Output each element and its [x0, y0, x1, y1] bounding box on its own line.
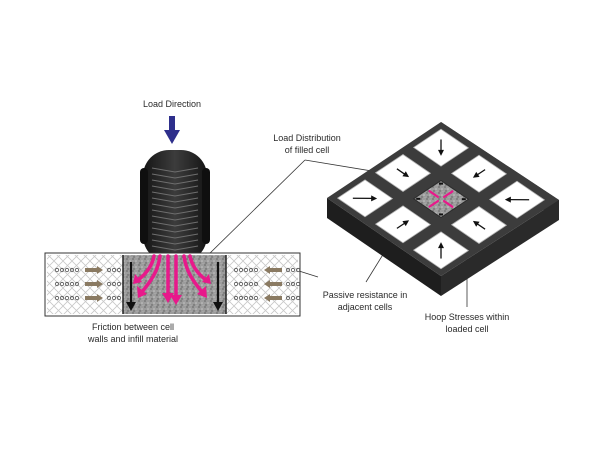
leader-load-distribution [204, 159, 306, 259]
label-load-distribution-2: of filled cell [285, 145, 330, 155]
pressure-arrow [472, 171, 480, 178]
label-friction-1: Friction between cell [92, 322, 174, 332]
pressure-arrow [371, 195, 378, 202]
label-friction-2: walls and infill material [87, 334, 178, 344]
pressure-arrow [402, 171, 410, 178]
down-arrow-icon [164, 116, 180, 144]
label-hoop-2: loaded cell [445, 324, 488, 334]
pressure-arrow [438, 149, 444, 156]
label-load-distribution-1: Load Distribution [273, 133, 341, 143]
loaded-cell [412, 179, 470, 219]
label-passive-1: Passive resistance in [323, 290, 408, 300]
sediment-left [54, 266, 122, 302]
friction-arrows [126, 262, 223, 311]
pressure-arrow [438, 242, 444, 249]
pressure-arrow [402, 220, 410, 227]
label-hoop-1: Hoop Stresses within [425, 312, 510, 322]
geocell-grid [327, 122, 559, 296]
tire-icon [140, 150, 210, 262]
stress-flow-arrows [133, 254, 211, 305]
pressure-arrow [504, 196, 511, 203]
sediment-right [233, 266, 301, 302]
label-passive-2: adjacent cells [338, 302, 393, 312]
cross-section [44, 252, 301, 317]
pressure-arrow [472, 220, 480, 227]
label-load-direction: Load Direction [143, 99, 201, 109]
